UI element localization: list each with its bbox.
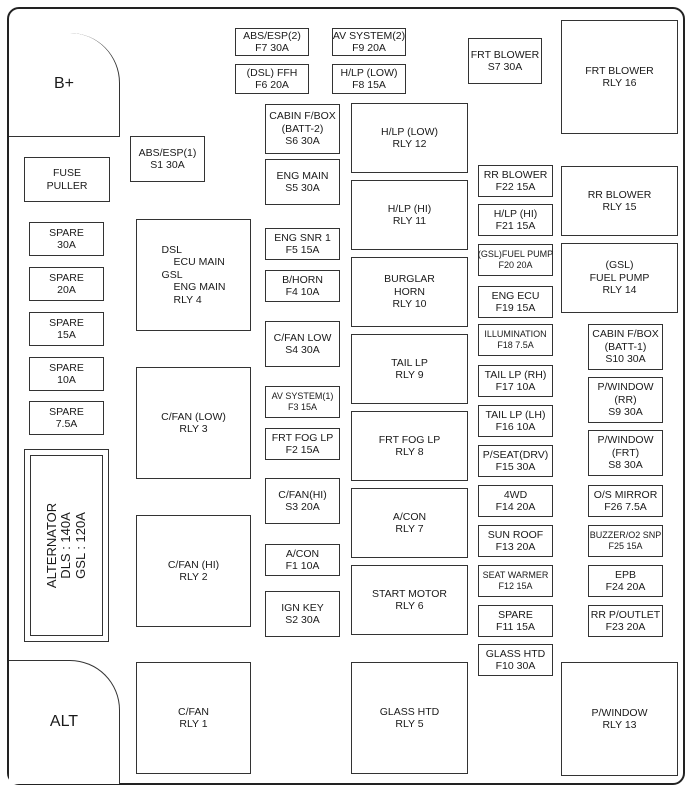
relay-cfan-low: C/FAN (LOW)RLY 3 — [136, 367, 251, 479]
b-plus-terminal: B+ — [9, 33, 120, 137]
fuse-abs-esp2: ABS/ESP(2)F7 30A — [235, 28, 309, 56]
alternator-label: ALTERNATOR — [44, 502, 60, 589]
fuse-box-outline — [7, 7, 685, 785]
relay-ecu-main: DSL ECU MAIN GSL ENG MAIN RLY 4 — [136, 219, 251, 331]
fuse-cabin-fbox-batt2: CABIN F/BOX(BATT-2)S6 30A — [265, 104, 340, 154]
relay-hlp-hi: H/LP (HI)RLY 11 — [351, 180, 468, 250]
fuse-hlp-hi: H/LP (HI)F21 15A — [478, 204, 553, 236]
relay-hlp-low: H/LP (LOW)RLY 12 — [351, 103, 468, 173]
fuse-av-system2: AV SYSTEM(2)F9 20A — [332, 28, 406, 56]
alternator-fuse-inner — [30, 455, 103, 636]
relay-cfan-hi: C/FAN (HI)RLY 2 — [136, 515, 251, 627]
fuse-tail-lp-lh: TAIL LP (LH)F16 10A — [478, 405, 553, 437]
alt-label: ALT — [49, 713, 79, 731]
fuse-p-seat-drv: P/SEAT(DRV)F15 30A — [478, 445, 553, 477]
fuse-cfan-hi: C/FAN(HI)S3 20A — [265, 478, 340, 524]
fuse-p-window-frt: P/WINDOW(FRT)S8 30A — [588, 430, 663, 476]
fuse-cabin-fbox-batt1: CABIN F/BOX(BATT-1)S10 30A — [588, 324, 663, 370]
fuse-tail-lp-rh: TAIL LP (RH)F17 10A — [478, 365, 553, 397]
fuse-av-system1: AV SYSTEM(1)F3 15A — [265, 386, 340, 418]
alternator-fuse: ALTERNATOR DLS : 140A GSL : 120A — [24, 449, 109, 642]
b-plus-label: B+ — [53, 75, 74, 93]
alt-terminal: ALT — [9, 660, 120, 784]
fuse-p-window-rr: P/WINDOW(RR)S9 30A — [588, 377, 663, 423]
fuse-hlp-low: H/LP (LOW)F8 15A — [332, 64, 406, 94]
fuse-abs-esp1: ABS/ESP(1)S1 30A — [130, 136, 205, 182]
